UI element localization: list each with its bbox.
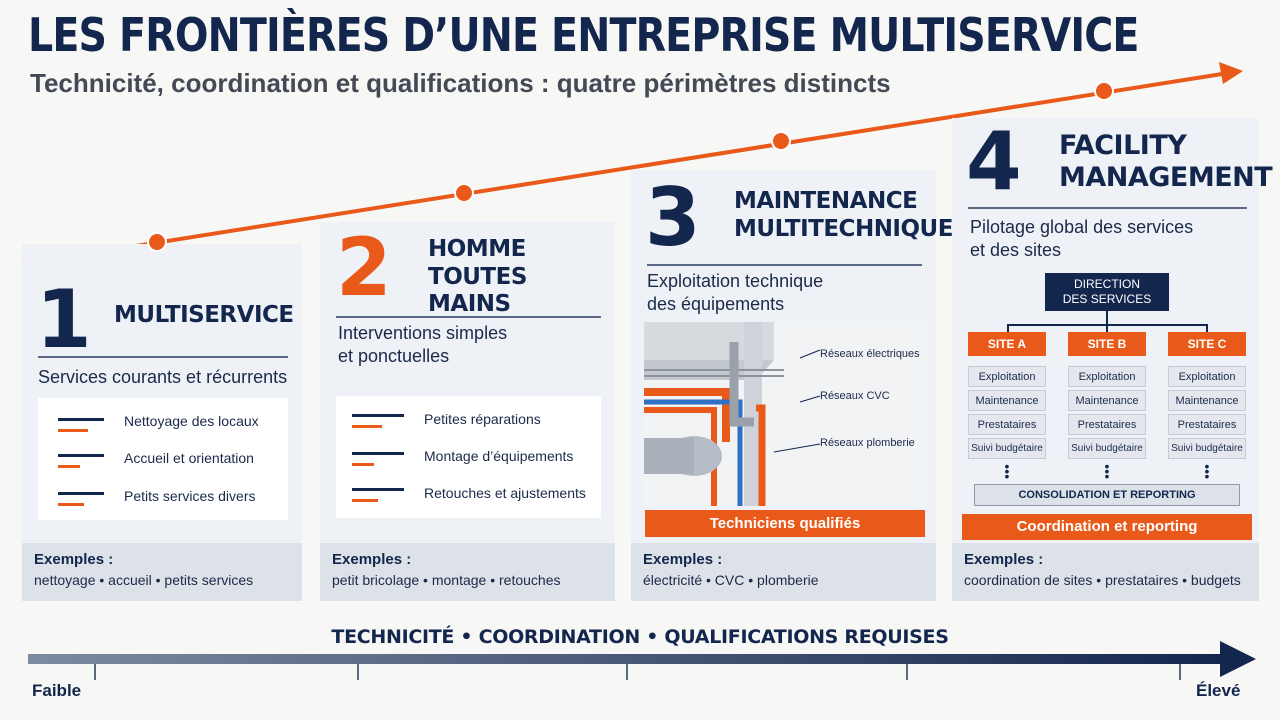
card-title: MULTISERVICE [114, 302, 294, 328]
site-b-header: SITE B [1068, 332, 1146, 356]
callout-cvc: Réseaux CVC [820, 390, 890, 402]
examples-label: Exemples : [332, 551, 412, 568]
scale-arrow [28, 641, 1256, 680]
consolidation-box: CONSOLIDATION ET REPORTING [974, 484, 1240, 506]
examples-text: coordination de sites • prestataires • b… [964, 572, 1241, 588]
card-description: Services courants et récurrents [38, 367, 288, 387]
site-c-maintenance: Maintenance [1168, 390, 1246, 411]
site-a-budget: Suivi budgétaire [968, 438, 1046, 459]
examples-band: Exemples : nettoyage • accueil • petits … [22, 543, 302, 601]
site-b-prestataires: Prestataires [1068, 414, 1146, 435]
page-title: LES FRONTIÈRES D’UNE ENTREPRISE MULTISER… [28, 8, 1139, 62]
divider [38, 356, 288, 358]
site-a-maintenance: Maintenance [968, 390, 1046, 411]
scale-low-label: Faible [32, 681, 82, 700]
list-item: Montage d’équipements [424, 448, 574, 464]
qualified-technicians-band: Techniciens qualifiés [645, 510, 925, 537]
divider [336, 316, 601, 318]
card-number: 3 [645, 171, 701, 264]
site-c-header: SITE C [1168, 332, 1246, 356]
ellipsis-icon: ••• [1104, 458, 1110, 484]
technical-networks-illustration: Réseaux électriques Réseaux CVC Réseaux … [644, 322, 926, 506]
ellipsis-icon: ••• [1004, 458, 1010, 484]
site-b-exploitation: Exploitation [1068, 366, 1146, 387]
site-c-exploitation: Exploitation [1168, 366, 1246, 387]
examples-band: Exemples : petit bricolage • montage • r… [320, 543, 615, 601]
card-multiservice: 1 MULTISERVICE Services courants et récu… [22, 244, 302, 601]
examples-label: Exemples : [34, 551, 114, 568]
examples-band: Exemples : coordination de sites • prest… [952, 543, 1259, 601]
site-a-exploitation: Exploitation [968, 366, 1046, 387]
card-number: 1 [36, 273, 92, 366]
pipes-drawing [644, 322, 926, 506]
page-subtitle: Technicité, coordination et qualificatio… [30, 68, 891, 98]
list-item: Nettoyage des locaux [124, 413, 259, 429]
site-b-maintenance: Maintenance [1068, 390, 1146, 411]
scale-caption: TECHNICITÉ • COORDINATION • QUALIFICATIO… [331, 626, 949, 648]
site-b-budget: Suivi budgétaire [1068, 438, 1146, 459]
examples-label: Exemples : [964, 551, 1044, 568]
list-item: Retouches et ajustements [424, 485, 586, 501]
examples-band: Exemples : électricité • CVC • plomberie [631, 543, 936, 601]
examples-text: petit bricolage • montage • retouches [332, 572, 561, 588]
list-item: Petites réparations [424, 411, 541, 427]
list-item: Accueil et orientation [124, 450, 254, 466]
service-list: Petites réparations Montage d’équipement… [336, 396, 601, 518]
card-number: 4 [966, 115, 1022, 208]
site-a-header: SITE A [968, 332, 1046, 356]
examples-text: électricité • CVC • plomberie [643, 572, 819, 588]
list-item: Petits services divers [124, 488, 256, 504]
coordination-band: Coordination et reporting [962, 514, 1252, 540]
examples-label: Exemples : [643, 551, 723, 568]
service-list: Nettoyage des locaux Accueil et orientat… [38, 398, 288, 520]
divider [968, 207, 1247, 209]
site-a-prestataires: Prestataires [968, 414, 1046, 435]
site-c-prestataires: Prestataires [1168, 414, 1246, 435]
card-number: 2 [336, 221, 392, 314]
scale-high-label: Élevé [1196, 681, 1241, 700]
callout-plumbing: Réseaux plomberie [820, 437, 915, 449]
callout-electrical: Réseaux électriques [820, 348, 920, 360]
ellipsis-icon: ••• [1204, 458, 1210, 484]
divider [647, 264, 922, 266]
examples-text: nettoyage • accueil • petits services [34, 572, 254, 588]
site-c-budget: Suivi budgétaire [1168, 438, 1246, 459]
